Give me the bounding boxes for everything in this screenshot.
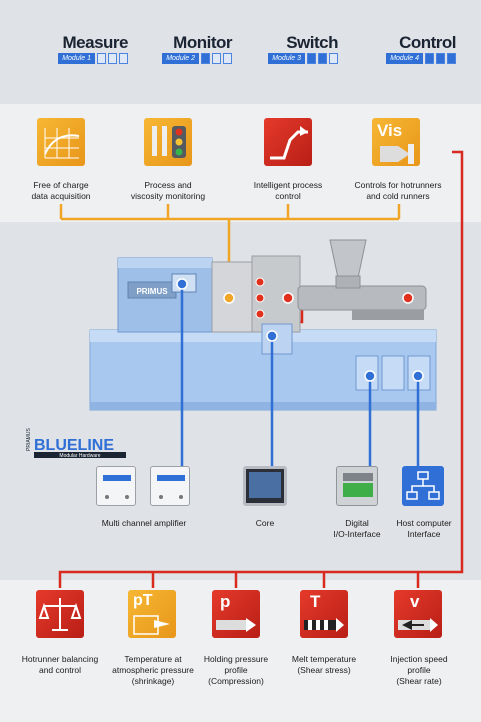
- t-label: T: [310, 592, 321, 611]
- digital-io-device: [336, 466, 378, 506]
- module-tag: Module 3: [268, 53, 305, 64]
- caption-melt-temperature: Melt temperature(Shear stress): [291, 654, 357, 675]
- module-measure: Measure Module 1: [52, 33, 129, 64]
- p-label: p: [220, 592, 231, 611]
- injection-speed-icon: v: [394, 590, 442, 638]
- vis-label: Vis: [377, 121, 403, 140]
- vis-icon: Vis: [372, 118, 420, 166]
- injection-machine: PRIMUS: [89, 239, 437, 411]
- module-monitor: Monitor Module 2: [144, 33, 233, 64]
- module-name: Monitor: [173, 33, 232, 52]
- svg-text:Modular Hardware: Modular Hardware: [59, 453, 100, 459]
- v-label: v: [410, 592, 420, 611]
- svg-text:PRIAMUS: PRIAMUS: [26, 428, 32, 451]
- connection-dots: [176, 277, 424, 382]
- module-switch: Switch Module 3: [262, 33, 339, 64]
- svg-text:BLUELINE: BLUELINE: [34, 437, 114, 454]
- machine-badge: PRIMUS: [136, 287, 168, 296]
- module-tag: Module 1: [58, 53, 95, 64]
- module-control: Control Module 4: [372, 33, 457, 64]
- core-device: [243, 466, 287, 506]
- caption-core: Core: [255, 518, 275, 528]
- melt-temperature-icon: T: [300, 590, 348, 638]
- module-tag: Module 4: [386, 53, 423, 64]
- data-acquisition-icon: [37, 118, 85, 166]
- blueline-logo: PRIAMUS BLUELINE Modular Hardware: [26, 428, 126, 459]
- process-control-icon: [264, 118, 312, 166]
- pt-icon: pT: [128, 590, 176, 638]
- blue-connector: [180, 284, 420, 468]
- host-computer-device: [402, 466, 444, 506]
- amplifier-device-2: [150, 466, 190, 506]
- amplifier-device-1: [96, 466, 136, 506]
- caption-multi-channel-amplifier: Multi channel amplifier: [101, 518, 187, 528]
- monitoring-icon: [144, 118, 192, 166]
- module-name: Switch: [286, 33, 338, 52]
- balance-icon: [36, 590, 84, 638]
- module-name: Measure: [62, 33, 129, 52]
- module-name: Control: [399, 33, 456, 52]
- holding-pressure-icon: p: [212, 590, 260, 638]
- pt-label: pT: [133, 592, 153, 609]
- module-tag: Module 2: [162, 53, 199, 64]
